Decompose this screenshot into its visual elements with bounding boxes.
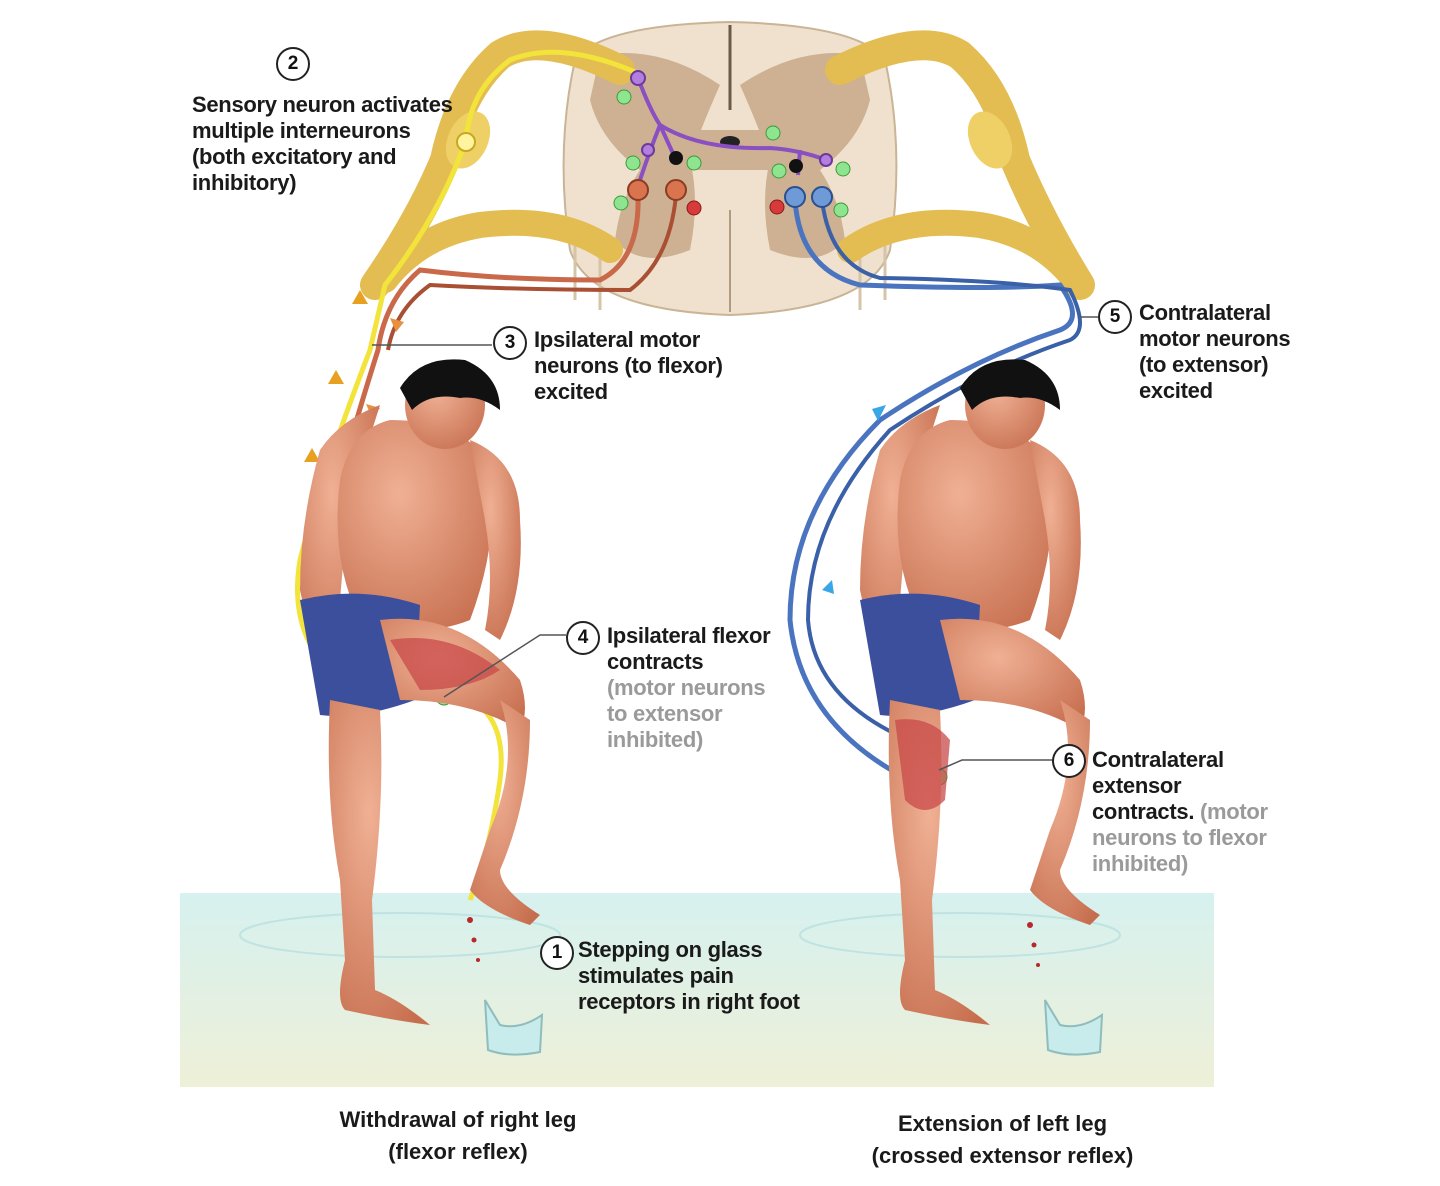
label-line: Ipsilateral motor [534,327,701,352]
label-note-line: to extensor [607,701,723,726]
label-line: Ipsilateral flexor [607,623,771,648]
label-note-line: neurons to flexor [1092,825,1267,850]
step-2-label: Sensory neuron activates multiple intern… [192,92,453,196]
label-line: motor neurons [1139,326,1291,351]
dorsal-root-right [825,30,1095,300]
step-2-number: 2 [276,47,310,81]
label-line: contracts [607,649,704,674]
step-5-label: Contralateral motor neurons (to extensor… [1139,300,1291,404]
step-3-number: 3 [493,326,527,360]
motor-neuron-body [811,186,833,208]
caption-line: (crossed extensor reflex) [871,1143,1134,1168]
step-4-number: 4 [566,621,600,655]
label-line: (to extensor) [1139,352,1269,377]
figure-left [300,359,540,1025]
label-line: multiple interneurons [192,118,411,143]
label-line: excited [1139,378,1213,403]
leader-lines [372,316,1098,771]
contralateral-direction-arrows [822,405,886,594]
step-1-label: Stepping on glass stimulates pain recept… [578,937,800,1015]
label-line: inhibitory) [192,170,297,195]
caption-line: Withdrawal of right leg [339,1107,577,1132]
label-note-line: inhibited) [607,727,703,752]
label-note-line: (motor neurons [607,675,766,700]
label-line: neurons (to flexor) [534,353,723,378]
motor-neuron-body [665,179,687,201]
motor-neuron-body [784,186,806,208]
label-note-text: (motor [1199,799,1268,824]
step-4-label: Ipsilateral flexor contracts (motor neur… [607,623,771,753]
label-line: receptors in right foot [578,989,800,1014]
dorsal-root-ganglion-right [967,111,1013,169]
label-line: Contralateral [1139,300,1271,325]
step-6-number: 6 [1052,744,1086,778]
figure-right [860,359,1100,1025]
label-note-line: inhibited) [1092,851,1188,876]
caption-left: Withdrawal of right leg (flexor reflex) [318,1104,598,1168]
motor-neuron-body [627,179,649,201]
floor-ripple [799,912,1121,958]
blood-drops [467,917,1040,967]
label-line: excited [534,379,608,404]
inhibitory-minus-icon [686,199,785,216]
step-1-number: 1 [540,936,574,970]
caption-right: Extension of left leg (crossed extensor … [860,1108,1145,1172]
label-text: contracts. [1092,799,1195,824]
caption-line: Extension of left leg [897,1111,1108,1136]
step-6-label: Contralateral extensor contracts. (motor… [1092,747,1268,877]
label-line: Stepping on glass [578,937,763,962]
sensory-direction-arrows [304,290,368,462]
label-line: contracts. (motor [1092,799,1268,825]
step-5-number: 5 [1098,300,1132,334]
label-line: (both excitatory and [192,144,397,169]
glass-shard [484,999,1104,1056]
inhibitory-interneuron [669,151,683,165]
floor-ripple [239,912,561,958]
label-line: Contralateral [1092,747,1224,772]
sensory-cell-body [456,132,476,152]
contralateral-motor-neuron [787,199,1075,778]
caption-line: (flexor reflex) [388,1139,528,1164]
step-3-label: Ipsilateral motor neurons (to flexor) ex… [534,327,723,405]
ventral-root-right [837,209,1088,293]
dorsal-root-left [360,30,635,300]
label-line: Sensory neuron activates [192,92,453,117]
inhibitory-interneuron [789,159,803,173]
label-line: stimulates pain [578,963,734,988]
label-line: extensor [1092,773,1182,798]
